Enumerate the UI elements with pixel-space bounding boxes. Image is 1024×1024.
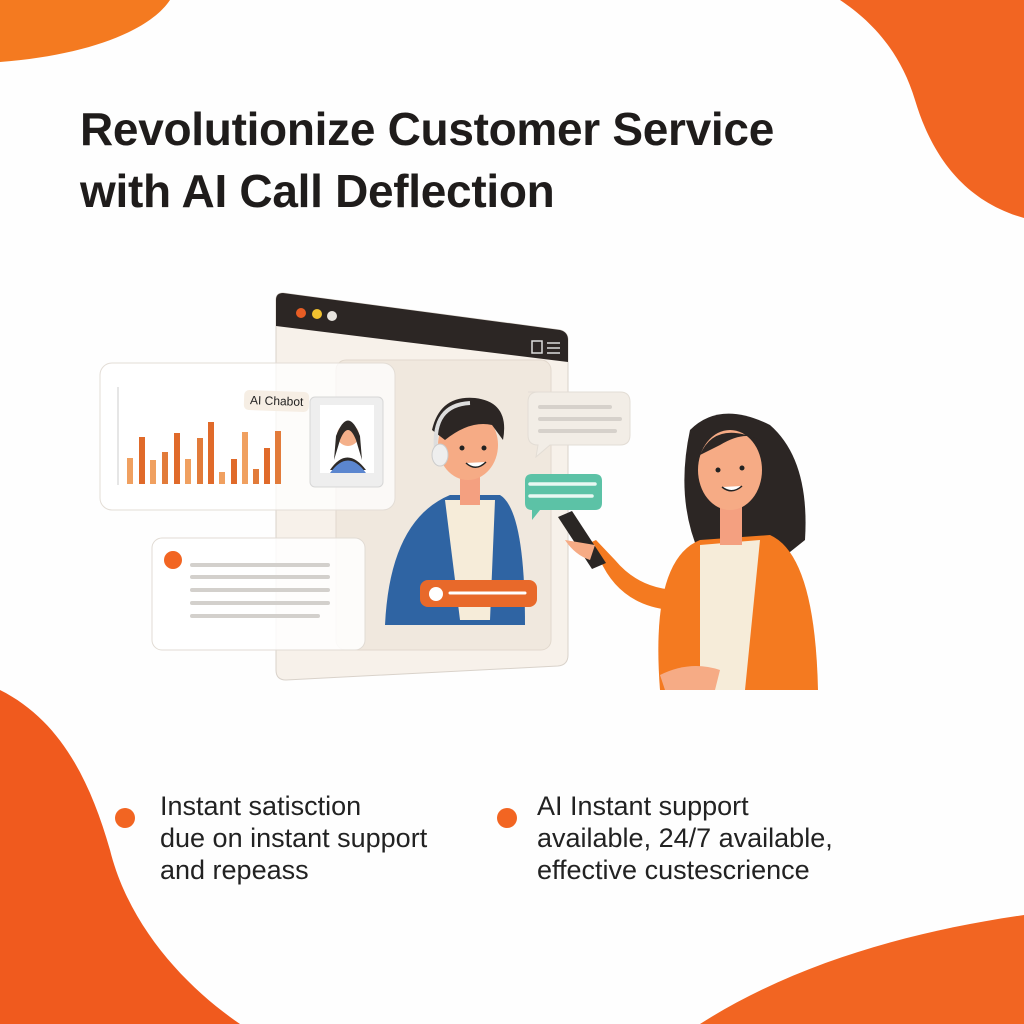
- benefit-line: AI Instant support: [537, 791, 749, 821]
- title-line-2: with AI Call Deflection: [80, 165, 555, 217]
- page-title: Revolutionize Customer Service with AI C…: [80, 98, 774, 222]
- message-card: [151, 537, 366, 651]
- bullet-dot-icon: [115, 808, 135, 828]
- chat-bubble-teal: [525, 474, 602, 520]
- benefit-line: due on instant support: [160, 823, 428, 853]
- agent-avatar-card: [309, 396, 384, 488]
- benefit-line: effective custescrience: [537, 855, 810, 885]
- ai-chatbot-label: AI Chabot: [243, 389, 310, 413]
- window-maximize-dot: [327, 311, 337, 321]
- headset-icon: [431, 443, 449, 467]
- blob-bottom-right: [700, 915, 1024, 1024]
- blob-bottom-left: [0, 690, 240, 1024]
- blob-top-left: [0, 0, 170, 62]
- phone-icon: [558, 511, 606, 569]
- window-close-dot: [296, 308, 306, 318]
- benefit-line: and repeass: [160, 855, 309, 885]
- benefit-text: Instant satisction due on instant suppor…: [160, 790, 427, 886]
- benefit-line: available, 24/7 available,: [537, 823, 833, 853]
- title-line-1: Revolutionize Customer Service: [80, 103, 774, 155]
- support-agent-figure: [385, 397, 537, 625]
- benefit-line: Instant satisction: [160, 791, 362, 821]
- benefit-text: AI Instant support available, 24/7 avail…: [537, 790, 833, 886]
- window-icon: [531, 340, 543, 354]
- benefit-item-2: AI Instant support available, 24/7 avail…: [497, 790, 833, 886]
- window-minimize-dot: [312, 309, 322, 319]
- benefit-item-1: Instant satisction due on instant suppor…: [115, 790, 427, 886]
- menu-icon: [547, 342, 560, 354]
- chat-bubble-grey: [527, 391, 631, 459]
- blob-top-right: [840, 0, 1024, 218]
- customer-woman-figure: [558, 413, 818, 690]
- bullet-dot-icon: [497, 808, 517, 828]
